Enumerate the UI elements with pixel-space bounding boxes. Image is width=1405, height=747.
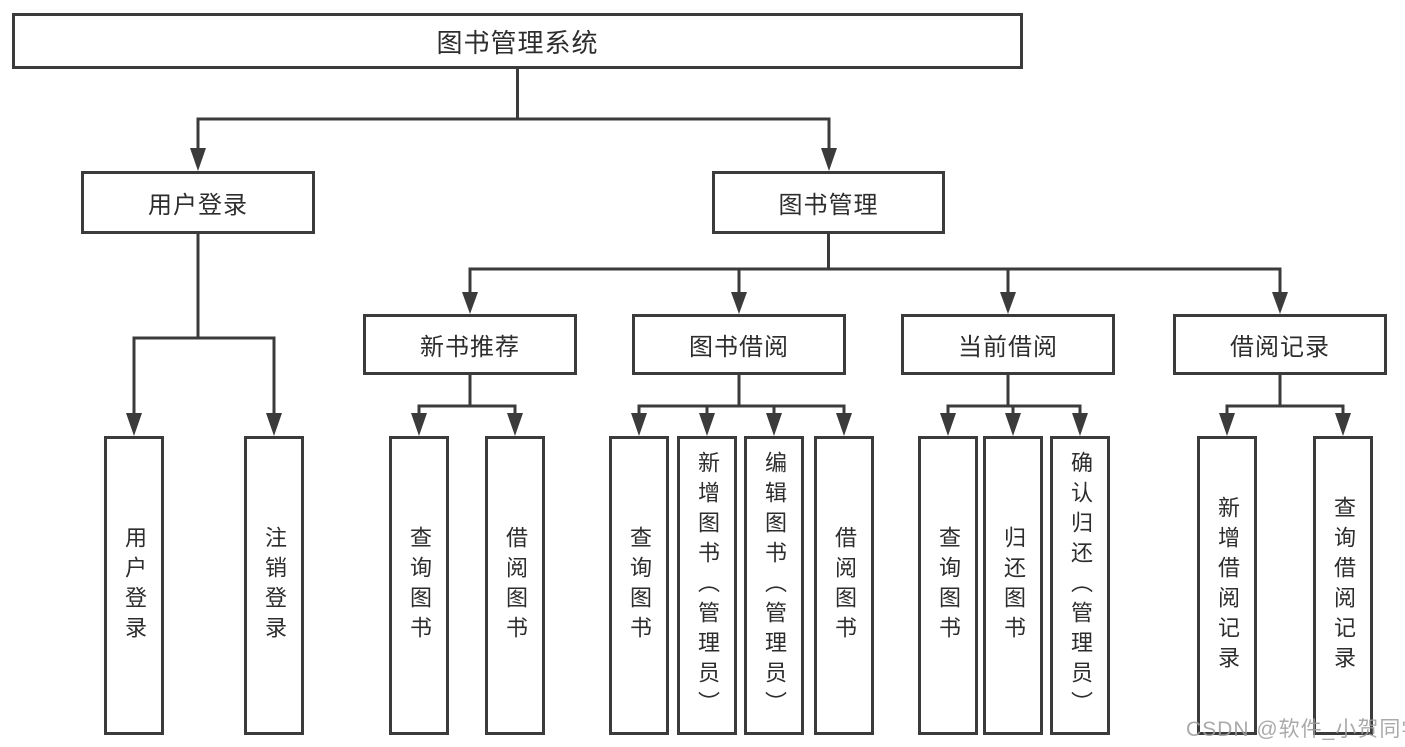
leaf-logout: 注销登录	[244, 436, 304, 735]
node-label: 图书管理系统	[436, 27, 599, 58]
node-label: 借阅记录	[1230, 334, 1330, 361]
leaf-label: 查询图书	[627, 525, 652, 646]
leaf-label: 新增图书（管理员）	[695, 450, 720, 721]
leaf-label: 编辑图书（管理员）	[762, 450, 787, 721]
node-library-management-system: 图书管理系统	[12, 13, 1023, 69]
leaf-label: 新增借阅记录	[1215, 495, 1240, 676]
node-label: 新书推荐	[420, 334, 520, 361]
leaf-label: 查询借阅记录	[1331, 495, 1356, 676]
leaf-label: 借阅图书	[832, 525, 857, 646]
leaf-confirm-return-admin: 确认归还（管理员）	[1050, 436, 1110, 735]
leaf-add-borrow-record: 新增借阅记录	[1197, 436, 1257, 735]
leaf-query-books-recommend: 查询图书	[389, 436, 449, 735]
leaf-borrow-books: 借阅图书	[814, 436, 874, 735]
leaf-add-books-admin: 新增图书（管理员）	[677, 436, 737, 735]
leaf-query-books-borrow: 查询图书	[609, 436, 669, 735]
leaf-borrow-books-recommend: 借阅图书	[485, 436, 545, 735]
node-label: 图书借阅	[689, 334, 789, 361]
node-label: 图书管理	[778, 192, 879, 219]
leaf-label: 用户登录	[122, 525, 147, 646]
node-current-borrow: 当前借阅	[901, 314, 1115, 375]
csdn-watermark: CSDN @软件_小贺同学	[1186, 718, 1405, 741]
leaf-return-books: 归还图书	[983, 436, 1043, 735]
leaf-label: 确认归还（管理员）	[1068, 450, 1093, 721]
leaf-user-login: 用户登录	[104, 436, 164, 735]
node-new-book-recommend: 新书推荐	[363, 314, 577, 375]
node-borrow-records: 借阅记录	[1173, 314, 1387, 375]
leaf-label: 归还图书	[1001, 525, 1026, 646]
node-user-login: 用户登录	[81, 171, 315, 234]
leaf-edit-books-admin: 编辑图书（管理员）	[744, 436, 804, 735]
leaf-label: 注销登录	[262, 525, 287, 646]
leaf-label: 查询图书	[407, 525, 432, 646]
node-label: 用户登录	[148, 192, 248, 219]
leaf-label: 查询图书	[936, 525, 961, 646]
node-book-management: 图书管理	[712, 171, 945, 234]
leaf-label: 借阅图书	[503, 525, 528, 646]
leaf-query-books-current: 查询图书	[918, 436, 978, 735]
node-label: 当前借阅	[958, 334, 1058, 361]
leaf-query-borrow-record: 查询借阅记录	[1313, 436, 1373, 735]
node-book-borrow: 图书借阅	[632, 314, 846, 375]
